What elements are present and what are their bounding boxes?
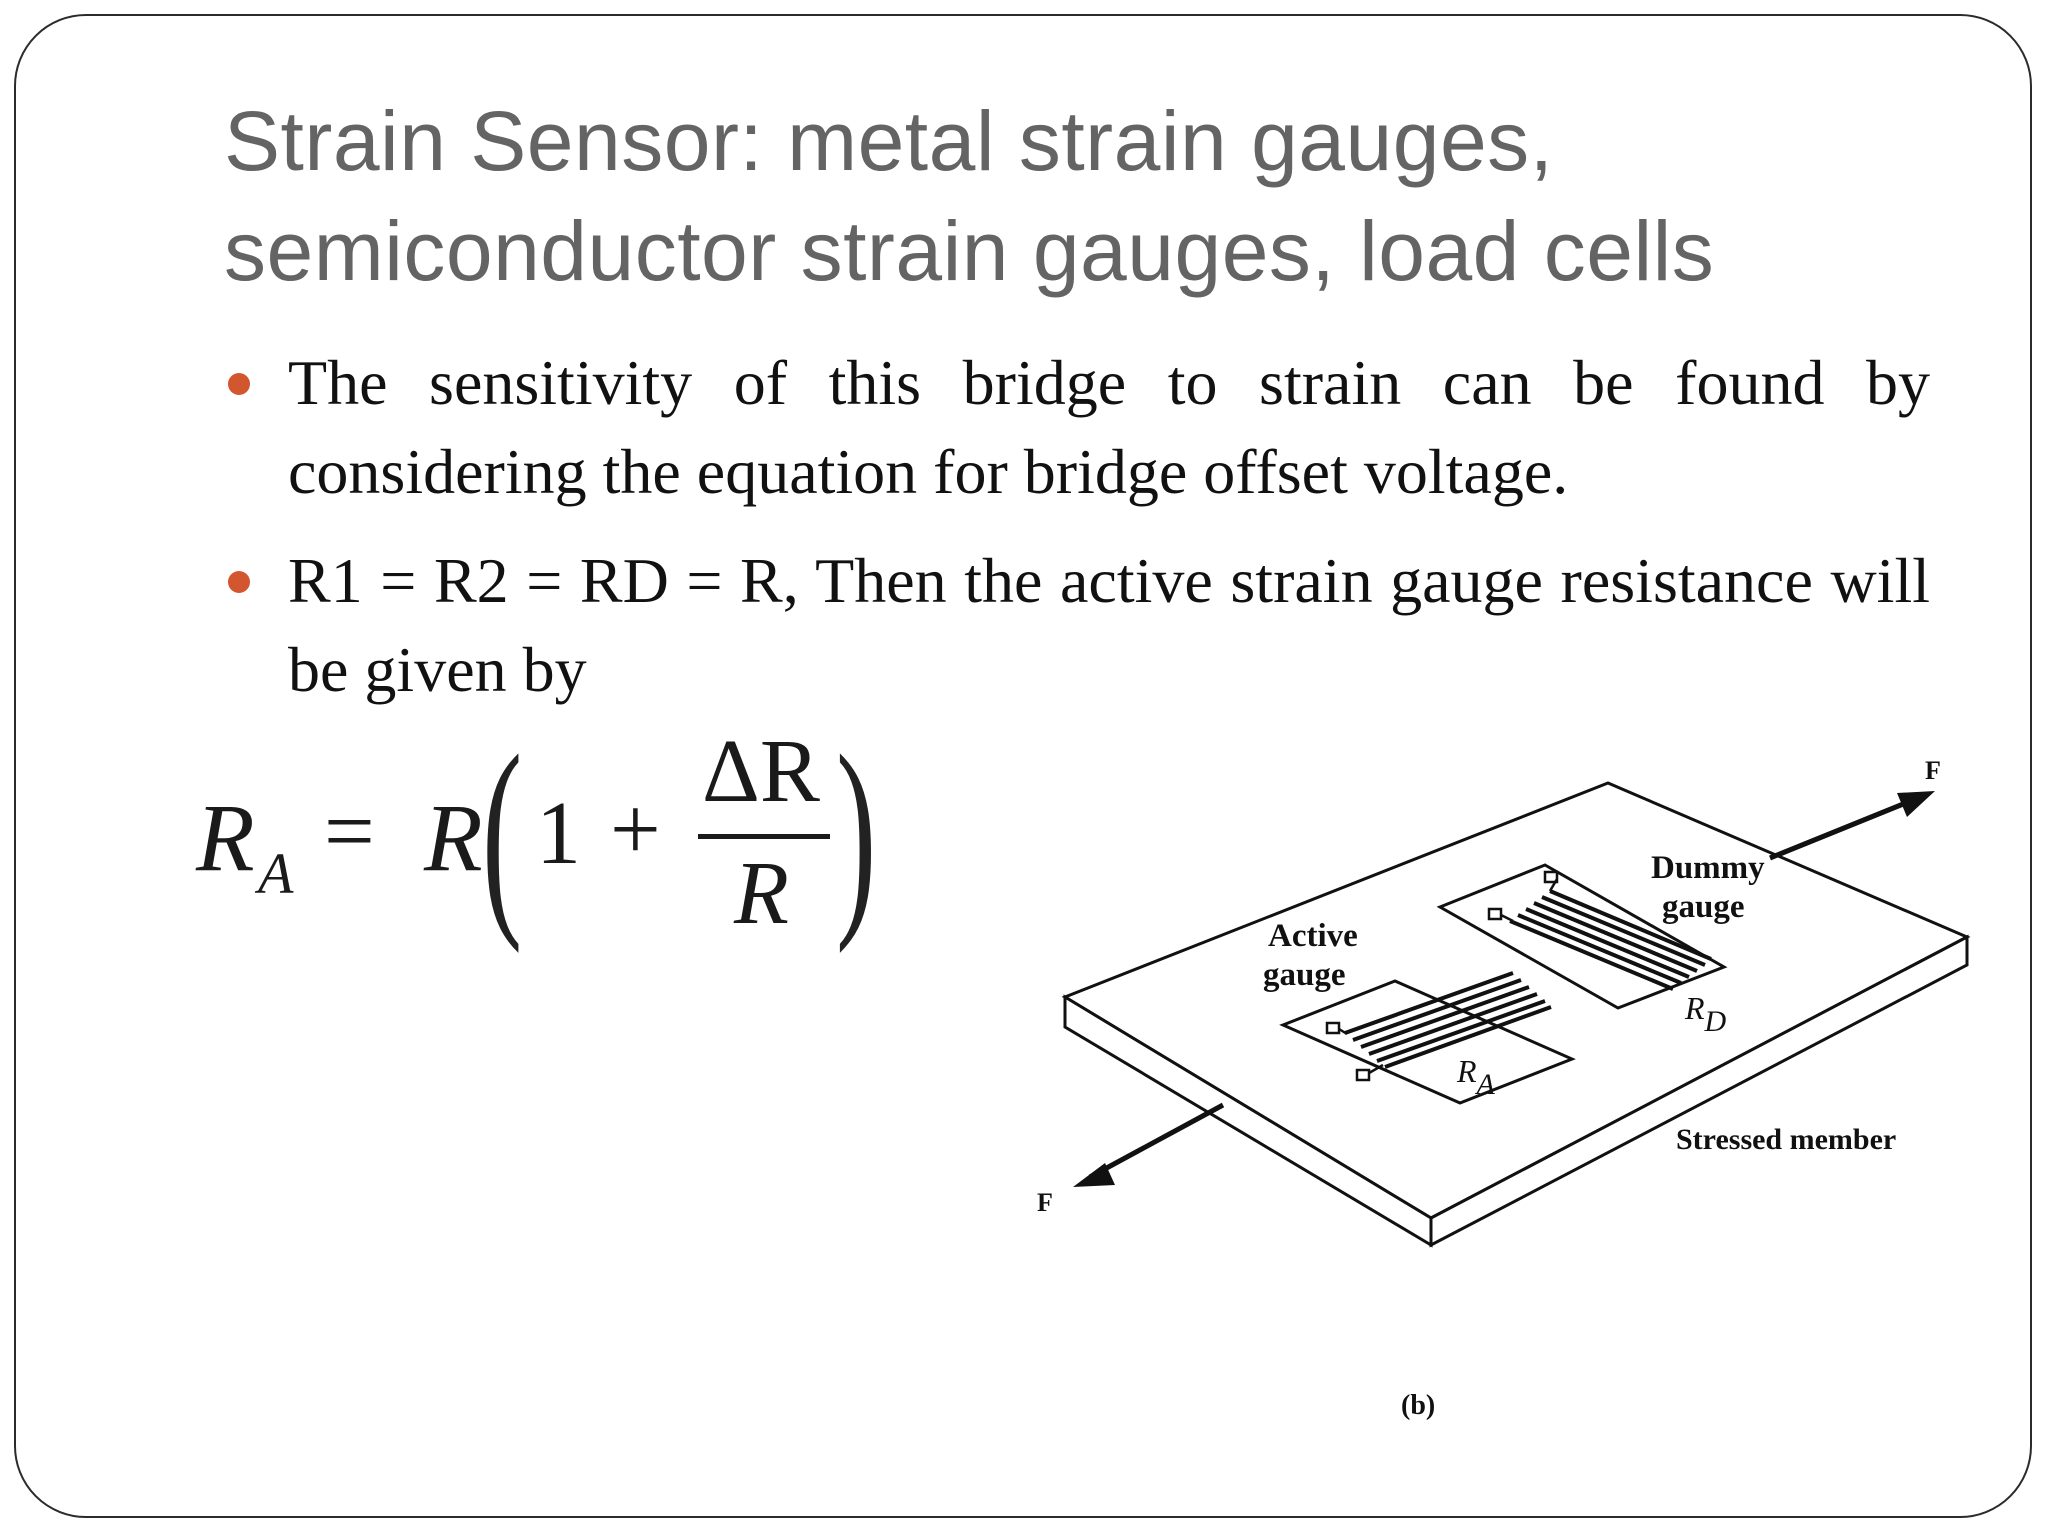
eq-one: 1 — [536, 784, 581, 883]
dummy-gauge-grid — [1509, 889, 1712, 991]
eq-equals: = — [324, 782, 375, 881]
eq-numerator: ΔR — [702, 720, 820, 823]
force-arrowhead-bottom — [1073, 1163, 1115, 1187]
eq-plus: + — [610, 780, 661, 879]
force-arrowhead-top — [1897, 791, 1935, 817]
slide-frame — [14, 14, 2032, 1518]
dummy-gauge-label-1: Dummy — [1651, 850, 1765, 886]
force-label-top: F — [1925, 756, 1941, 785]
rd-subscript: D — [1704, 1005, 1727, 1038]
bullet-text: R1 = R2 = RD = R, Then the active strain… — [288, 545, 1930, 705]
title-line-1: Strain Sensor: metal strain gauges, — [224, 94, 1554, 188]
ra-symbol: R — [1456, 1053, 1477, 1089]
force-arrow-top — [1769, 795, 1919, 861]
bullet-item: The sensitivity of this bridge to strain… — [224, 338, 1930, 516]
eq-numerator-text: ΔR — [702, 722, 820, 821]
bullet-list: The sensitivity of this bridge to strain… — [224, 338, 1930, 734]
active-gauge-grid — [1344, 971, 1552, 1069]
eq-lhs-subscript: A — [258, 841, 294, 906]
active-gauge-label-1: Active — [1268, 918, 1358, 954]
stressed-member-label: Stressed member — [1676, 1123, 1896, 1156]
rd-symbol: R — [1684, 990, 1705, 1026]
active-terminal-1 — [1325, 1021, 1341, 1035]
bullet-dot-icon — [228, 373, 250, 395]
force-arrow-bottom — [1088, 1102, 1225, 1180]
resistance-equation: R A = R ( 1 + ΔR R ) — [196, 710, 916, 970]
eq-paren-open: ( — [482, 710, 523, 954]
eq-paren-close: ) — [836, 710, 877, 954]
figure-caption: (b) — [1401, 1390, 1435, 1421]
active-terminal-2 — [1355, 1068, 1371, 1082]
bullet-dot-icon — [228, 571, 250, 593]
dummy-gauge-label-2: gauge — [1662, 889, 1745, 925]
eq-lhs-symbol: R — [196, 784, 255, 891]
eq-fraction-bar — [698, 834, 830, 839]
rd-label: RD — [1684, 990, 1727, 1038]
eq-denominator: R — [734, 844, 789, 943]
ra-subscript: A — [1475, 1068, 1496, 1101]
title-line-2: semiconductor strain gauges, load cells — [224, 204, 1715, 298]
plate-side-face — [1429, 934, 1969, 1248]
active-gauge-label-2: gauge — [1263, 957, 1346, 993]
ra-label: RA — [1456, 1053, 1496, 1101]
force-label-bottom: F — [1037, 1188, 1053, 1217]
dummy-terminal-2 — [1543, 870, 1559, 884]
strain-gauge-diagram: F F Dummy gauge Active gauge RD RA Stres… — [1037, 756, 1971, 1421]
slide-title: Strain Sensor: metal strain gauges, semi… — [224, 86, 1964, 306]
bullet-item: R1 = R2 = RD = R, Then the active strain… — [224, 536, 1930, 714]
bullet-text: The sensitivity of this bridge to strain… — [288, 347, 1930, 507]
eq-rhs-symbol: R — [424, 784, 483, 891]
dummy-terminal-1 — [1487, 907, 1503, 921]
